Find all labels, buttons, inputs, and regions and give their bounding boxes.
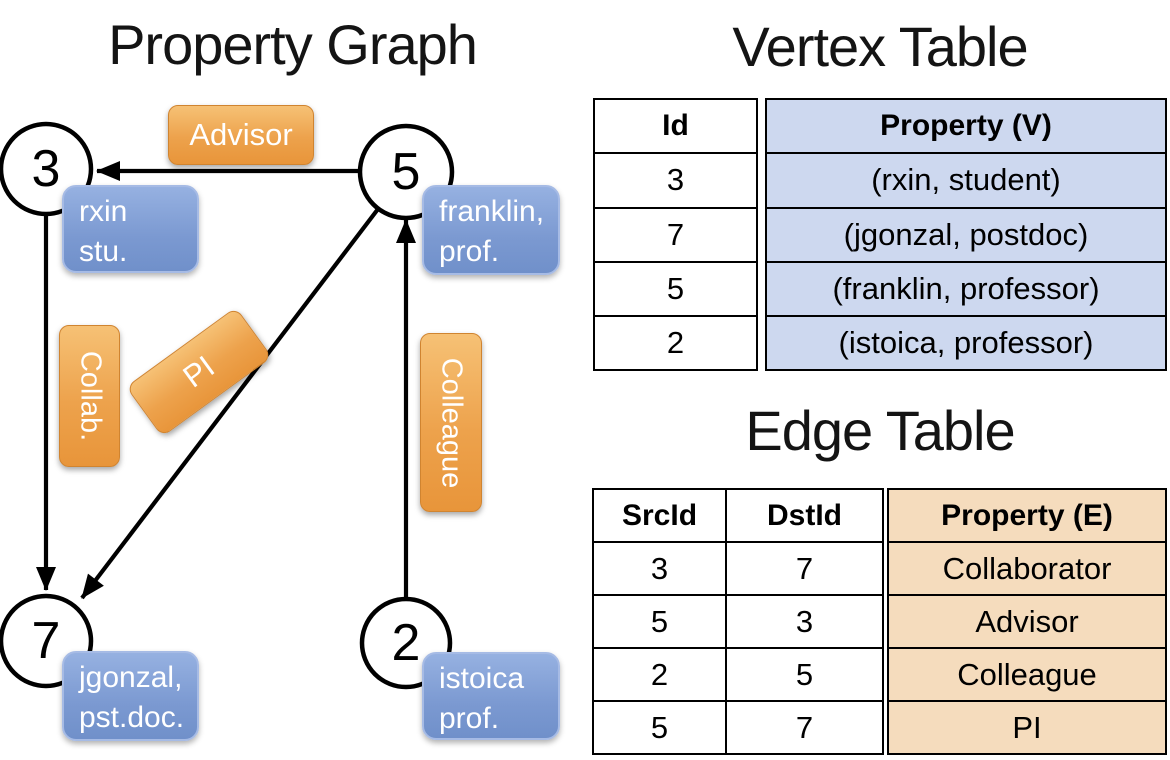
vertex-id-table: Id 3 7 5 2 [593,97,758,372]
vertex-label-rxin: rxin stu. [62,185,199,273]
edge-pi-arrow [80,207,380,600]
vertex-id-cell-0: 3 [593,152,758,209]
vertex-property-table: Property (V) (rxin, student) (jgonzal, p… [765,97,1167,372]
vertex-property-cell-2: (franklin, professor) [765,260,1167,318]
vertex-id-cell-2: 5 [593,260,758,318]
edge-srcdst-table: SrcId DstId 3 7 5 3 2 5 5 7 [592,488,884,755]
edge-src-cell-1: 5 [592,594,727,649]
vertex-label-franklin: franklin, prof. [422,185,560,275]
edge-label-collab: Collab. [59,325,120,467]
edge-label-advisor: Advisor [168,105,314,165]
edge-dst-cell-1: 3 [725,594,884,649]
node-7-id: 7 [31,612,61,670]
edge-dst-cell-3: 7 [725,700,884,755]
vertex-id-cell-1: 7 [593,206,758,263]
vertex-id-cell-3: 2 [593,315,758,372]
vertex-label-jgonzal-line1: jgonzal, [79,661,183,694]
node-5-id: 5 [391,143,421,201]
vertex-label-franklin-line1: franklin, [439,195,545,228]
edge-label-collab-text: Collab. [74,350,106,442]
vertex-label-istoica-line1: istoica [439,662,525,695]
edge-src-cell-3: 5 [592,700,727,755]
node-2-id: 2 [391,614,421,672]
edge-table-header-src: SrcId [592,488,727,543]
vertex-property-cell-3: (istoica, professor) [765,315,1167,372]
vertex-label-rxin-line2: stu. [79,235,128,268]
vertex-table-title: Vertex Table [732,15,1028,78]
vertex-label-istoica: istoica prof. [422,652,560,740]
vertex-label-franklin-line2: prof. [439,235,500,268]
vertex-label-istoica-line2: prof. [439,702,500,735]
edge-property-cell-3: PI [887,700,1167,755]
edge-dst-cell-0: 7 [725,541,884,596]
edge-table-header-property: Property (E) [887,488,1167,543]
edge-label-colleague-text: Colleague [435,357,468,488]
vertex-table-header-id: Id [593,97,758,155]
vertex-property-cell-1: (jgonzal, postdoc) [765,206,1167,263]
edge-src-cell-2: 2 [592,647,727,702]
edge-label-colleague: Colleague [420,333,482,512]
edge-property-cell-2: Colleague [887,647,1167,702]
edge-property-table: Property (E) Collaborator Advisor Collea… [887,488,1167,755]
vertex-label-jgonzal-line2: pst.doc. [79,701,185,734]
edge-property-cell-0: Collaborator [887,541,1167,596]
edge-property-cell-1: Advisor [887,594,1167,649]
edge-src-cell-0: 3 [592,541,727,596]
edge-table-title: Edge Table [745,399,1015,462]
edge-dst-cell-2: 5 [725,647,884,702]
vertex-label-rxin-line1: rxin [79,195,128,228]
edge-table-header-dst: DstId [725,488,884,543]
vertex-property-cell-0: (rxin, student) [765,152,1167,209]
property-graph-title: Property Graph [108,13,478,76]
node-3-id: 3 [31,140,61,198]
vertex-label-jgonzal: jgonzal, pst.doc. [62,651,199,741]
vertex-table-header-property: Property (V) [765,97,1167,155]
